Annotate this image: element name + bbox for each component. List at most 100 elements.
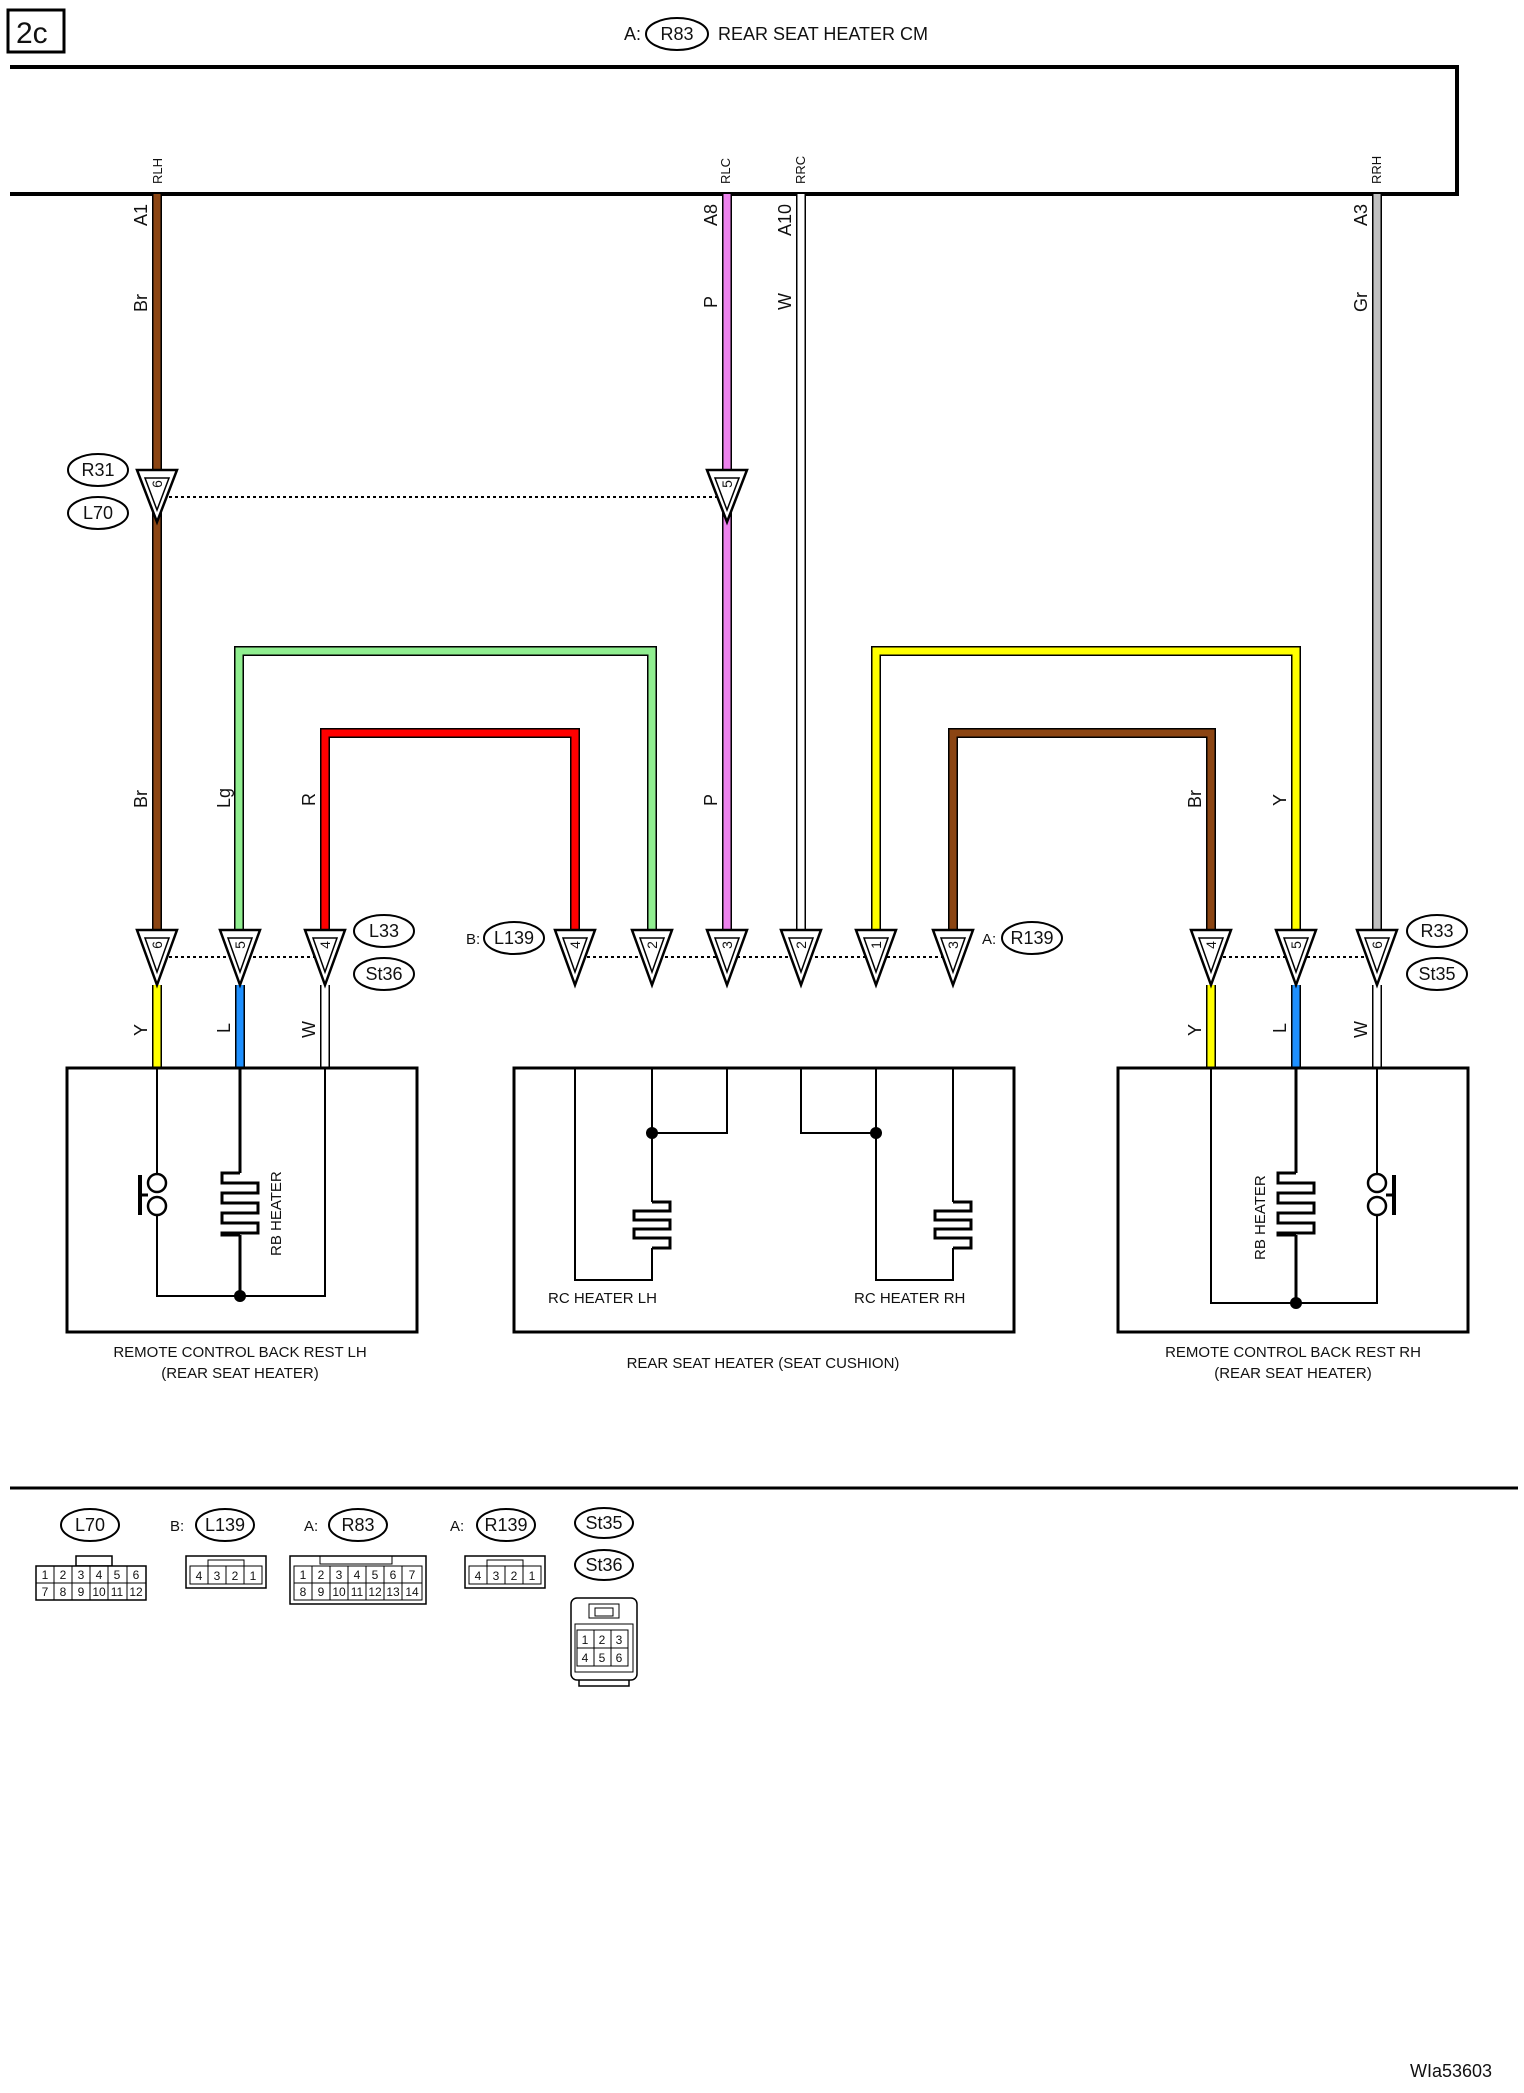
svg-text:3: 3 <box>493 1569 500 1583</box>
rh-element-label: RB HEATER <box>1252 1175 1269 1260</box>
rh-code-r33: R33 <box>1420 921 1453 941</box>
cm-signal-rlc: RLC <box>718 158 733 184</box>
svg-text:L139: L139 <box>205 1515 245 1535</box>
connector-view-l70: L70 1 2 3 4 5 6 7 8 9 10 11 12 <box>35 1508 147 1601</box>
inter-pin-6: 6 <box>135 468 179 526</box>
component-seat-cushion: RC HEATER LH RC HEATER RH REAR SEAT HEAT… <box>512 1066 1016 1372</box>
svg-text:10: 10 <box>332 1585 346 1599</box>
switch-icon <box>138 1172 168 1217</box>
wire-label-p-top: P <box>701 296 721 308</box>
cushion-left-prefix: B: <box>466 931 480 948</box>
svg-text:6: 6 <box>133 1568 140 1582</box>
svg-text:5: 5 <box>599 1651 606 1665</box>
svg-text:L: L <box>1270 1023 1290 1033</box>
svg-text:8: 8 <box>300 1585 307 1599</box>
cm-signal-rlh: RLH <box>150 158 165 184</box>
svg-text:1: 1 <box>868 941 884 949</box>
svg-text:2: 2 <box>60 1568 67 1582</box>
wire-label-gr-top: Gr <box>1351 292 1371 312</box>
cm-signal-rrc: RRC <box>793 156 808 184</box>
wire-lg-loop <box>234 646 657 930</box>
lh-title-line1: REMOTE CONTROL BACK REST LH <box>113 1344 366 1361</box>
svg-text:4: 4 <box>567 941 583 949</box>
intermediate-connector: 6 5 R31 L70 <box>67 453 749 530</box>
connector-cushion: 4 2 3 2 1 3 B: L139 A: R139 <box>466 921 1063 989</box>
svg-text:4: 4 <box>317 941 333 949</box>
svg-text:5: 5 <box>232 941 248 949</box>
svg-text:4: 4 <box>96 1568 103 1582</box>
svg-text:1: 1 <box>250 1569 257 1583</box>
component-backrest-rh: RB HEATER REMOTE CONTROL BACK REST RH (R… <box>1116 1066 1470 1382</box>
connector-view-l139: B: L139 4 3 2 1 <box>170 1508 267 1589</box>
rc-heater-lh-icon <box>632 1200 672 1250</box>
wire-br-loop <box>948 728 1216 930</box>
control-module-header: A: R83 REAR SEAT HEATER CM <box>624 17 928 51</box>
cm-connector-oval <box>645 17 709 51</box>
wire-label-y: Y <box>1270 794 1290 806</box>
cushion-right-prefix: A: <box>982 931 996 948</box>
svg-text:1: 1 <box>582 1633 589 1647</box>
wire-label-br-right: Br <box>1185 790 1205 808</box>
svg-text:4: 4 <box>475 1569 482 1583</box>
wire-label-br-mid: Br <box>131 790 151 808</box>
svg-text:11: 11 <box>351 1585 364 1599</box>
svg-text:6: 6 <box>149 941 165 949</box>
svg-text:R83: R83 <box>341 1515 374 1535</box>
section-tag-text: 2c <box>16 17 48 50</box>
wire-label-br-top: Br <box>131 294 151 312</box>
connector-lh: 6 5 4 L33 St36 Y L W <box>131 914 415 1038</box>
svg-text:5: 5 <box>1288 941 1304 949</box>
svg-text:3: 3 <box>945 941 961 949</box>
heater-element-rh-icon <box>1276 1171 1316 1237</box>
rc-heater-lh-label: RC HEATER LH <box>548 1290 657 1307</box>
svg-text:7: 7 <box>409 1568 416 1582</box>
cm-title: REAR SEAT HEATER CM <box>718 24 928 44</box>
svg-text:2: 2 <box>318 1568 325 1582</box>
cushion-left-code: L139 <box>494 928 534 948</box>
svg-text:3: 3 <box>78 1568 85 1582</box>
rc-heater-rh-label: RC HEATER RH <box>854 1290 965 1307</box>
svg-text:4: 4 <box>1203 941 1219 949</box>
svg-text:2: 2 <box>511 1569 518 1583</box>
svg-text:1: 1 <box>42 1568 49 1582</box>
connector-view-r83: A: R83 1 2 3 4 5 6 7 8 9 10 11 12 13 14 <box>289 1508 427 1605</box>
svg-text:6: 6 <box>1369 941 1385 949</box>
wire-label-w-top: W <box>775 293 795 310</box>
connector-view-r139: A: R139 4 3 2 1 <box>450 1508 546 1589</box>
svg-text:14: 14 <box>405 1585 419 1599</box>
svg-text:1: 1 <box>529 1569 536 1583</box>
svg-text:L: L <box>214 1023 234 1033</box>
svg-text:1: 1 <box>300 1568 307 1582</box>
svg-text:13: 13 <box>386 1585 400 1599</box>
cm-connector-code: R83 <box>660 24 693 44</box>
svg-text:3: 3 <box>616 1633 623 1647</box>
svg-text:6: 6 <box>149 480 165 488</box>
wire-label-lg: Lg <box>214 788 234 808</box>
svg-text:5: 5 <box>719 480 735 488</box>
wire-label-p-mid: P <box>701 794 721 806</box>
connector-view-st35-st36: St35 St36 1 2 3 4 5 6 <box>570 1507 638 1687</box>
svg-text:9: 9 <box>78 1585 85 1599</box>
switch-rh-icon <box>1366 1172 1396 1217</box>
svg-text:L70: L70 <box>75 1515 105 1535</box>
svg-text:4: 4 <box>582 1651 589 1665</box>
svg-text:9: 9 <box>318 1585 325 1599</box>
lh-code-l33: L33 <box>369 921 399 941</box>
cm-prefix: A: <box>624 24 641 44</box>
svg-text:8: 8 <box>60 1585 67 1599</box>
svg-text:3: 3 <box>336 1568 343 1582</box>
wire-r-loop <box>320 728 580 930</box>
cm-pin-a10: A10 <box>775 204 795 236</box>
rh-title-line2: (REAR SEAT HEATER) <box>1214 1365 1372 1382</box>
svg-text:2: 2 <box>232 1569 239 1583</box>
svg-text:10: 10 <box>92 1585 106 1599</box>
heater-element-icon <box>220 1171 260 1237</box>
svg-text:4: 4 <box>196 1569 203 1583</box>
svg-text:R139: R139 <box>484 1515 527 1535</box>
svg-text:12: 12 <box>368 1585 382 1599</box>
svg-text:St36: St36 <box>585 1555 622 1575</box>
svg-text:11: 11 <box>111 1585 124 1599</box>
svg-text:6: 6 <box>616 1651 623 1665</box>
svg-text:12: 12 <box>129 1585 143 1599</box>
svg-text:Y: Y <box>131 1024 151 1036</box>
